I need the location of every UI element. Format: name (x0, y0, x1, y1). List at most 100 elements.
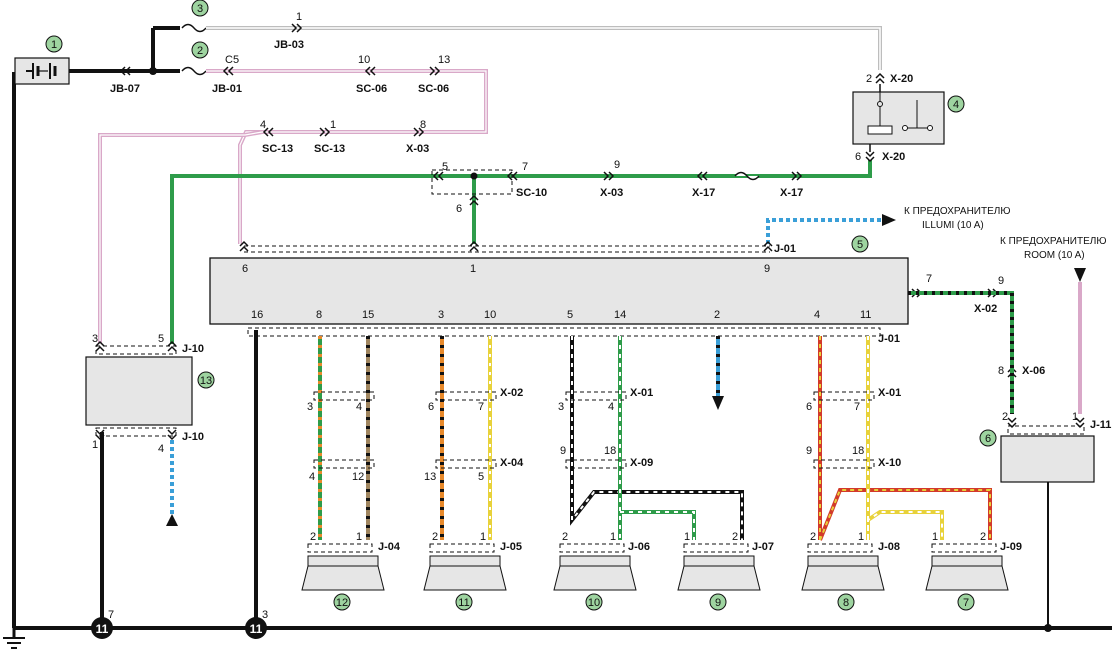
callout-10: 10 (585, 593, 603, 611)
svg-text:1: 1 (330, 119, 336, 131)
svg-text:2: 2 (980, 531, 986, 543)
svg-text:4: 4 (814, 309, 820, 321)
svg-text:X-03: X-03 (406, 143, 429, 155)
svg-text:J-10: J-10 (182, 343, 204, 355)
speaker-wiring (247, 327, 992, 541)
callout-1: 1 (45, 35, 63, 53)
svg-text:13: 13 (200, 375, 212, 387)
svg-text:1: 1 (684, 531, 690, 543)
svg-text:6: 6 (428, 401, 434, 413)
svg-text:J-08: J-08 (878, 541, 900, 553)
svg-text:К ПРЕДОХРАНИТЕЛЮ: К ПРЕДОХРАНИТЕЛЮ (904, 206, 1010, 217)
svg-text:11: 11 (860, 309, 871, 321)
svg-text:К ПРЕДОХРАНИТЕЛЮ: К ПРЕДОХРАНИТЕЛЮ (1000, 236, 1106, 247)
svg-text:1: 1 (480, 531, 486, 543)
svg-text:C5: C5 (225, 54, 239, 66)
svg-text:3: 3 (197, 3, 203, 15)
svg-text:1: 1 (610, 531, 616, 543)
callout-6: 6 (979, 429, 997, 447)
svg-text:16: 16 (251, 309, 263, 321)
speaker-12-icon (301, 543, 385, 591)
svg-text:J-10: J-10 (182, 431, 204, 443)
svg-text:2: 2 (714, 309, 720, 321)
svg-text:11: 11 (250, 622, 263, 636)
svg-text:9: 9 (764, 263, 770, 275)
svg-text:JB-01: JB-01 (212, 83, 242, 95)
svg-text:X-17: X-17 (692, 187, 715, 199)
svg-text:11: 11 (96, 622, 109, 636)
svg-text:JB-07: JB-07 (110, 83, 140, 95)
svg-text:1: 1 (356, 531, 362, 543)
svg-text:J-11: J-11 (1090, 419, 1111, 431)
speaker-7-icon (925, 543, 1009, 591)
svg-text:6: 6 (855, 151, 861, 163)
svg-text:J-05: J-05 (500, 541, 522, 553)
svg-text:J-09: J-09 (1000, 541, 1022, 553)
svg-text:JB-03: JB-03 (274, 39, 304, 51)
svg-text:2: 2 (310, 531, 316, 543)
callout-11: 11 (455, 593, 473, 611)
callout-5: 5 (851, 235, 869, 253)
callout-7: 7 (957, 593, 975, 611)
callout-2: 2 (191, 41, 209, 59)
svg-text:X-02: X-02 (974, 303, 997, 315)
svg-text:4: 4 (953, 99, 959, 111)
svg-text:18: 18 (604, 445, 616, 457)
control-unit-13: 3 5 J-10 1 4 J-10 (85, 333, 204, 526)
svg-text:4: 4 (608, 401, 614, 413)
svg-text:6: 6 (806, 401, 812, 413)
svg-text:2: 2 (732, 531, 738, 543)
speaker-labels: 2 1 J-04 2 1 J-05 2 1 J-06 1 2 J-07 2 1 … (310, 531, 1022, 553)
svg-text:2: 2 (562, 531, 568, 543)
svg-text:7: 7 (854, 401, 860, 413)
svg-text:4: 4 (309, 471, 315, 483)
svg-text:5: 5 (442, 161, 448, 173)
svg-text:5: 5 (158, 333, 164, 345)
svg-text:2: 2 (810, 531, 816, 543)
callout-4: 4 (947, 95, 965, 113)
svg-text:ROOM (10 A): ROOM (10 A) (1024, 250, 1085, 261)
svg-text:SC-13: SC-13 (314, 143, 345, 155)
svg-text:3: 3 (307, 401, 313, 413)
ground-rail: 11 11 7 3 (3, 72, 1112, 649)
svg-text:X-20: X-20 (890, 73, 913, 85)
svg-text:X-01: X-01 (878, 387, 901, 399)
speaker-9-icon (677, 543, 761, 591)
svg-text:8: 8 (316, 309, 322, 321)
svg-text:1: 1 (51, 39, 57, 51)
svg-text:8: 8 (843, 597, 849, 609)
svg-text:3: 3 (438, 309, 444, 321)
svg-text:2: 2 (1002, 411, 1008, 423)
svg-text:10: 10 (484, 309, 496, 321)
svg-text:13: 13 (424, 471, 436, 483)
amplifier-unit (1000, 435, 1095, 483)
svg-text:SC-13: SC-13 (262, 143, 293, 155)
svg-text:9: 9 (560, 445, 566, 457)
svg-text:X-02: X-02 (500, 387, 523, 399)
speaker-8-icon (801, 543, 885, 591)
speaker-10-icon (553, 543, 637, 591)
audio-head-unit: 6 1 9 16 8 15 3 10 5 14 2 4 11 7 (209, 257, 932, 325)
svg-text:2: 2 (197, 45, 203, 57)
svg-text:SC-06: SC-06 (418, 83, 449, 95)
svg-text:6: 6 (456, 203, 462, 215)
pin-label: 7 (108, 609, 114, 621)
callout-12: 12 (333, 593, 351, 611)
svg-text:SC-10: SC-10 (516, 187, 547, 199)
svg-text:3: 3 (92, 333, 98, 345)
svg-text:X-04: X-04 (500, 457, 524, 469)
callout-8: 8 (837, 593, 855, 611)
svg-text:5: 5 (567, 309, 573, 321)
svg-text:18: 18 (852, 445, 864, 457)
svg-text:14: 14 (614, 309, 626, 321)
svg-text:12: 12 (352, 471, 364, 483)
svg-text:6: 6 (242, 263, 248, 275)
svg-text:J-07: J-07 (752, 541, 774, 553)
relay-unit (852, 84, 945, 152)
svg-text:3: 3 (558, 401, 564, 413)
svg-text:10: 10 (358, 54, 370, 66)
svg-text:1: 1 (932, 531, 938, 543)
svg-text:4: 4 (260, 119, 266, 131)
svg-text:2: 2 (866, 73, 872, 85)
svg-text:X-03: X-03 (600, 187, 623, 199)
